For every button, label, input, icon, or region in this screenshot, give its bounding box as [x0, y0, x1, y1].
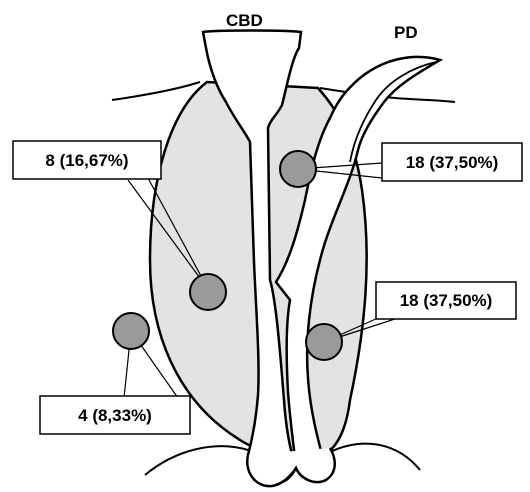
- callout-lower-left: 4 (8,33%): [40, 396, 190, 434]
- duodenal-wall-left-top: [112, 82, 200, 100]
- callout-upper-right: 18 (37,50%): [382, 143, 522, 181]
- callout-upper-right-text: 18 (37,50%): [406, 153, 499, 172]
- duodenal-wall-left-bottom: [145, 446, 248, 475]
- cbd-label: CBD: [226, 11, 263, 30]
- duodenal-wall-right-bottom: [330, 444, 420, 470]
- callout-upper-left: 8 (16,67%): [13, 141, 161, 179]
- marker-lower-left: [113, 313, 149, 349]
- marker-upper-left: [190, 274, 226, 310]
- pd-label: PD: [394, 23, 418, 42]
- callout-upper-left-text: 8 (16,67%): [45, 151, 128, 170]
- callout-lower-right-text: 18 (37,50%): [400, 291, 493, 310]
- callout-lower-right: 18 (37,50%): [376, 282, 516, 319]
- marker-upper-right: [280, 151, 316, 187]
- marker-lower-right: [306, 324, 342, 360]
- callout-lower-left-text: 4 (8,33%): [78, 406, 152, 425]
